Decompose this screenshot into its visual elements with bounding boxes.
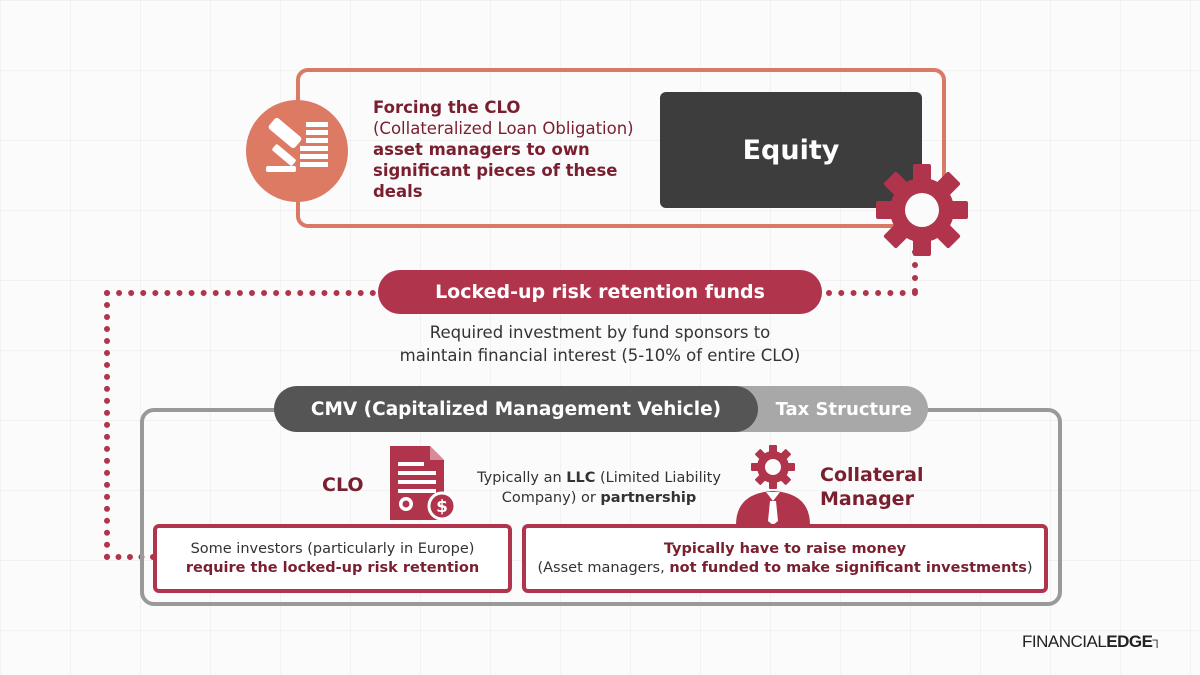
raise-line2-bold: not funded to make significant investmen… (669, 559, 1027, 576)
locked-up-funds-label: Locked-up risk retention funds (435, 281, 765, 303)
logo-corner-mark: ┐ (1152, 632, 1162, 647)
dotted-connector-right-horizontal (826, 290, 918, 296)
dotted-connector-left-bottom (104, 554, 156, 560)
gavel-icon (246, 100, 348, 202)
cmv-pill: CMV (Capitalized Management Vehicle) (274, 386, 758, 432)
investors-box: Some investors (particularly in Europe) … (153, 524, 512, 593)
forcing-clo-line1: Forcing the CLO (373, 98, 521, 117)
typically-pre: Typically an (477, 470, 567, 486)
manager-icon (728, 445, 818, 531)
clo-label: CLO (322, 474, 364, 496)
required-line2: maintain financial interest (5-10% of en… (399, 346, 801, 365)
required-investment-text: Required investment by fund sponsors to … (360, 321, 840, 367)
forcing-clo-text: Forcing the CLO (Collateralized Loan Obl… (373, 97, 648, 202)
raise-line2: (Asset managers, not funded to make sign… (537, 559, 1032, 578)
collateral-line2: Manager (820, 488, 914, 510)
equity-label: Equity (742, 134, 840, 166)
document-icon: $ (386, 444, 458, 526)
raise-line2-post: ) (1026, 559, 1033, 576)
typically-mid: (Limited Liability Company) or (501, 470, 721, 506)
dotted-connector-left-vertical (104, 290, 110, 560)
equity-box: Equity (660, 92, 922, 208)
investors-line1: Some investors (particularly in Europe) (190, 540, 475, 557)
financial-edge-logo: FINANCIALEDGE┐ (1022, 632, 1162, 652)
raise-money-box: Typically have to raise money (Asset man… (522, 524, 1048, 593)
cmv-label: CMV (Capitalized Management Vehicle) (310, 398, 722, 420)
collateral-line1: Collateral (820, 464, 924, 486)
investors-line2: require the locked-up risk retention (185, 559, 480, 576)
required-line1: Required investment by fund sponsors to (429, 323, 771, 342)
typically-llc-text: Typically an LLC (Limited Liability Comp… (470, 468, 728, 508)
dotted-connector-left-horizontal (104, 290, 376, 296)
forcing-clo-line2: (Collateralized Loan Obligation) (373, 119, 634, 138)
forcing-clo-line3: asset managers to own significant pieces… (373, 140, 618, 201)
locked-up-funds-pill: Locked-up risk retention funds (378, 270, 822, 314)
logo-part1: FINANCIAL (1022, 632, 1107, 651)
typically-llc: LLC (566, 470, 596, 486)
raise-line2-pre: (Asset managers, (537, 559, 670, 576)
logo-part2: EDGE (1106, 632, 1153, 651)
svg-text:$: $ (436, 497, 448, 517)
dotted-connector-right-vertical (912, 236, 918, 294)
collateral-manager-label: Collateral Manager (820, 463, 924, 511)
raise-line1: Typically have to raise money (663, 540, 907, 557)
typically-partnership: partnership (600, 490, 697, 506)
gear-icon (870, 158, 974, 266)
tax-structure-label: Tax Structure (775, 398, 912, 420)
